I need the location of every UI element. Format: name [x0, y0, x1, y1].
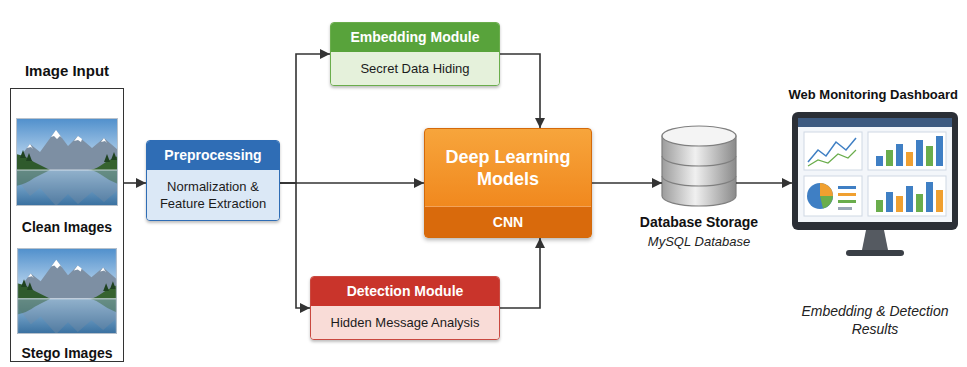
- monitor-illustration: [804, 176, 862, 216]
- monitor-illustration: [792, 112, 958, 256]
- input-panel: Image InputClean ImagesStego Images: [10, 88, 124, 362]
- database-illustration: [662, 126, 736, 146]
- monitor-illustration: [838, 207, 852, 210]
- monitor-illustration: [838, 193, 856, 196]
- monitor-illustration: [936, 136, 943, 166]
- module-box: Detection ModuleHidden Message Analysis: [310, 276, 500, 340]
- storage-title: Database Storage: [640, 214, 758, 230]
- monitor-illustration: [792, 112, 958, 230]
- model-title: Deep Learning Models: [425, 129, 591, 206]
- clean-image-picture: [16, 118, 118, 206]
- flow-arrow: [280, 54, 330, 183]
- image-sample: Stego Images: [16, 247, 118, 361]
- flow-arrow: [124, 182, 146, 184]
- monitor-illustration: [876, 156, 883, 166]
- monitor-illustration: [926, 182, 933, 212]
- monitor-illustration: [886, 150, 893, 166]
- monitor-illustration: [916, 194, 923, 212]
- module-box: Embedding ModuleSecret Data Hiding: [330, 22, 500, 86]
- box-title: Embedding Module: [331, 23, 499, 52]
- stego-image-picture: [17, 248, 117, 334]
- monitor-illustration: [846, 250, 904, 256]
- box-title: Preprocessing: [147, 141, 279, 170]
- monitor-illustration: [896, 144, 903, 166]
- monitor-illustration: [926, 146, 933, 166]
- monitor-illustration: [876, 200, 883, 212]
- monitor-illustration: [838, 186, 856, 189]
- monitor-illustration: [798, 118, 952, 127]
- box-body: Secret Data Hiding: [331, 52, 499, 85]
- monitor-illustration: [838, 200, 856, 203]
- image-sample: Clean Images: [16, 117, 118, 235]
- flow-arrow: [592, 182, 662, 184]
- dashboard-title: Web Monitoring Dashboard: [789, 87, 958, 102]
- image-caption: Stego Images: [16, 345, 118, 361]
- database-illustration: [662, 156, 736, 166]
- flow-arrow: [280, 182, 424, 184]
- image-caption: Clean Images: [16, 219, 118, 235]
- box-body: Normalization & Feature Extraction: [147, 170, 279, 220]
- monitor-illustration: [906, 186, 913, 212]
- dashboard-monitor: Web Monitoring DashboardEmbedding & Dete…: [792, 112, 958, 262]
- flow-arrow: [500, 238, 540, 308]
- process-box: PreprocessingNormalization & Feature Ext…: [146, 140, 280, 221]
- database-illustration: [662, 126, 736, 206]
- monitor-illustration: [936, 190, 943, 212]
- monitor-illustration: [868, 132, 946, 170]
- flow-arrow: [736, 182, 792, 184]
- monitor-illustration: [868, 176, 946, 216]
- flow-arrow: [280, 183, 310, 308]
- dashboard-caption: Embedding & Detection Results: [800, 302, 950, 338]
- monitor-illustration: [916, 140, 923, 166]
- monitor-illustration: [820, 183, 833, 196]
- box-title: Detection Module: [311, 277, 499, 306]
- flow-arrow: [500, 54, 540, 128]
- model-box: Deep Learning ModelsCNN: [424, 128, 592, 238]
- database-cylinder: Database StorageMySQL Database: [662, 126, 736, 206]
- monitor-illustration: [906, 152, 913, 166]
- monitor-illustration: [798, 118, 952, 222]
- database-illustration: [662, 176, 736, 186]
- monitor-illustration: [807, 183, 833, 209]
- monitor-illustration: [808, 150, 856, 166]
- monitor-illustration: [804, 132, 862, 170]
- monitor-illustration: [820, 196, 833, 209]
- model-label: CNN: [425, 206, 591, 237]
- monitor-illustration: [862, 230, 888, 250]
- panel-heading: Image Input: [11, 62, 123, 79]
- box-body: Hidden Message Analysis: [311, 306, 499, 339]
- monitor-illustration: [808, 138, 856, 162]
- storage-subtitle: MySQL Database: [648, 234, 750, 249]
- monitor-illustration: [886, 192, 893, 212]
- monitor-illustration: [896, 196, 903, 212]
